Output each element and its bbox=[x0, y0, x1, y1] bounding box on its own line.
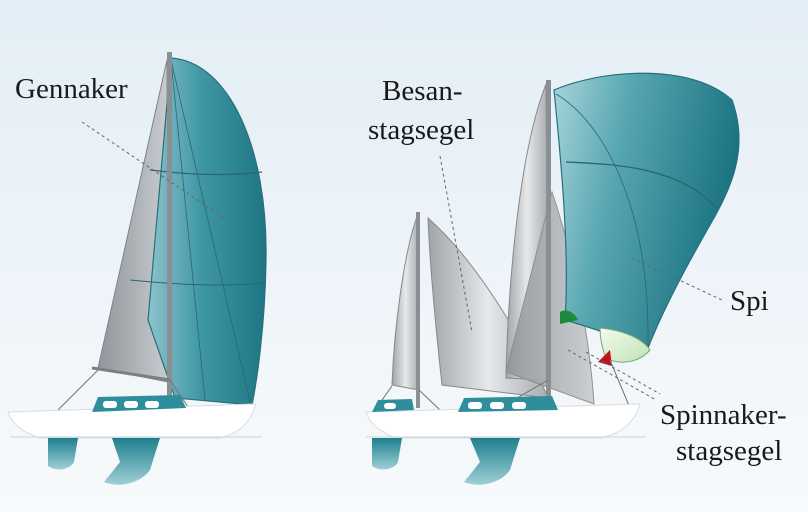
cabin-window bbox=[512, 402, 526, 409]
right-main-mast bbox=[546, 80, 551, 406]
left-boom bbox=[91, 366, 171, 382]
cabin-window bbox=[490, 402, 504, 409]
mizzen-sail bbox=[391, 213, 420, 391]
green-patch bbox=[560, 310, 578, 324]
spinnaker-seam bbox=[565, 161, 717, 209]
red-patch bbox=[598, 350, 612, 366]
left-keel bbox=[104, 438, 160, 485]
gennaker-seam bbox=[170, 59, 251, 403]
cabin-window bbox=[145, 401, 159, 408]
mizzen-mast bbox=[416, 212, 420, 408]
spi-leader-line bbox=[631, 257, 723, 301]
right-boat bbox=[365, 72, 740, 485]
spi-label: Spi bbox=[730, 285, 769, 317]
spinnaker-clew-patch bbox=[599, 327, 651, 363]
cabin-window bbox=[384, 403, 396, 409]
spinnaker-label-line2: stagsegel bbox=[676, 435, 783, 467]
right-rigging bbox=[418, 389, 441, 411]
left-rigging bbox=[57, 369, 99, 411]
gennaker-seam bbox=[170, 59, 206, 401]
spinnaker-sail bbox=[553, 72, 740, 349]
right-hull bbox=[365, 403, 641, 439]
right-cabin bbox=[458, 396, 558, 412]
left-boat bbox=[7, 52, 267, 485]
right-keel bbox=[464, 438, 520, 485]
besan-label-line2: stagsegel bbox=[368, 114, 475, 146]
spinnaker-leader-line bbox=[585, 351, 661, 395]
gennaker-label: Gennaker bbox=[15, 73, 128, 105]
left-mast bbox=[167, 52, 172, 408]
cabin-window bbox=[103, 401, 117, 408]
cabin-window bbox=[468, 402, 482, 409]
spinnaker-leader-line bbox=[567, 349, 657, 401]
left-hull bbox=[7, 403, 257, 439]
gennaker-seam bbox=[129, 279, 265, 286]
gennaker-seam bbox=[149, 169, 263, 176]
left-rudder bbox=[48, 438, 78, 470]
right-rudder bbox=[372, 438, 402, 470]
left-cabin bbox=[92, 395, 186, 412]
gennaker-sail bbox=[147, 57, 267, 406]
gennaker-leader-line bbox=[81, 121, 237, 227]
spinnaker-label-line1: Spinnaker- bbox=[660, 399, 787, 431]
besan-label-line1: Besan- bbox=[382, 75, 463, 107]
cabin-window bbox=[124, 401, 138, 408]
spinnaker-seam bbox=[555, 93, 649, 347]
